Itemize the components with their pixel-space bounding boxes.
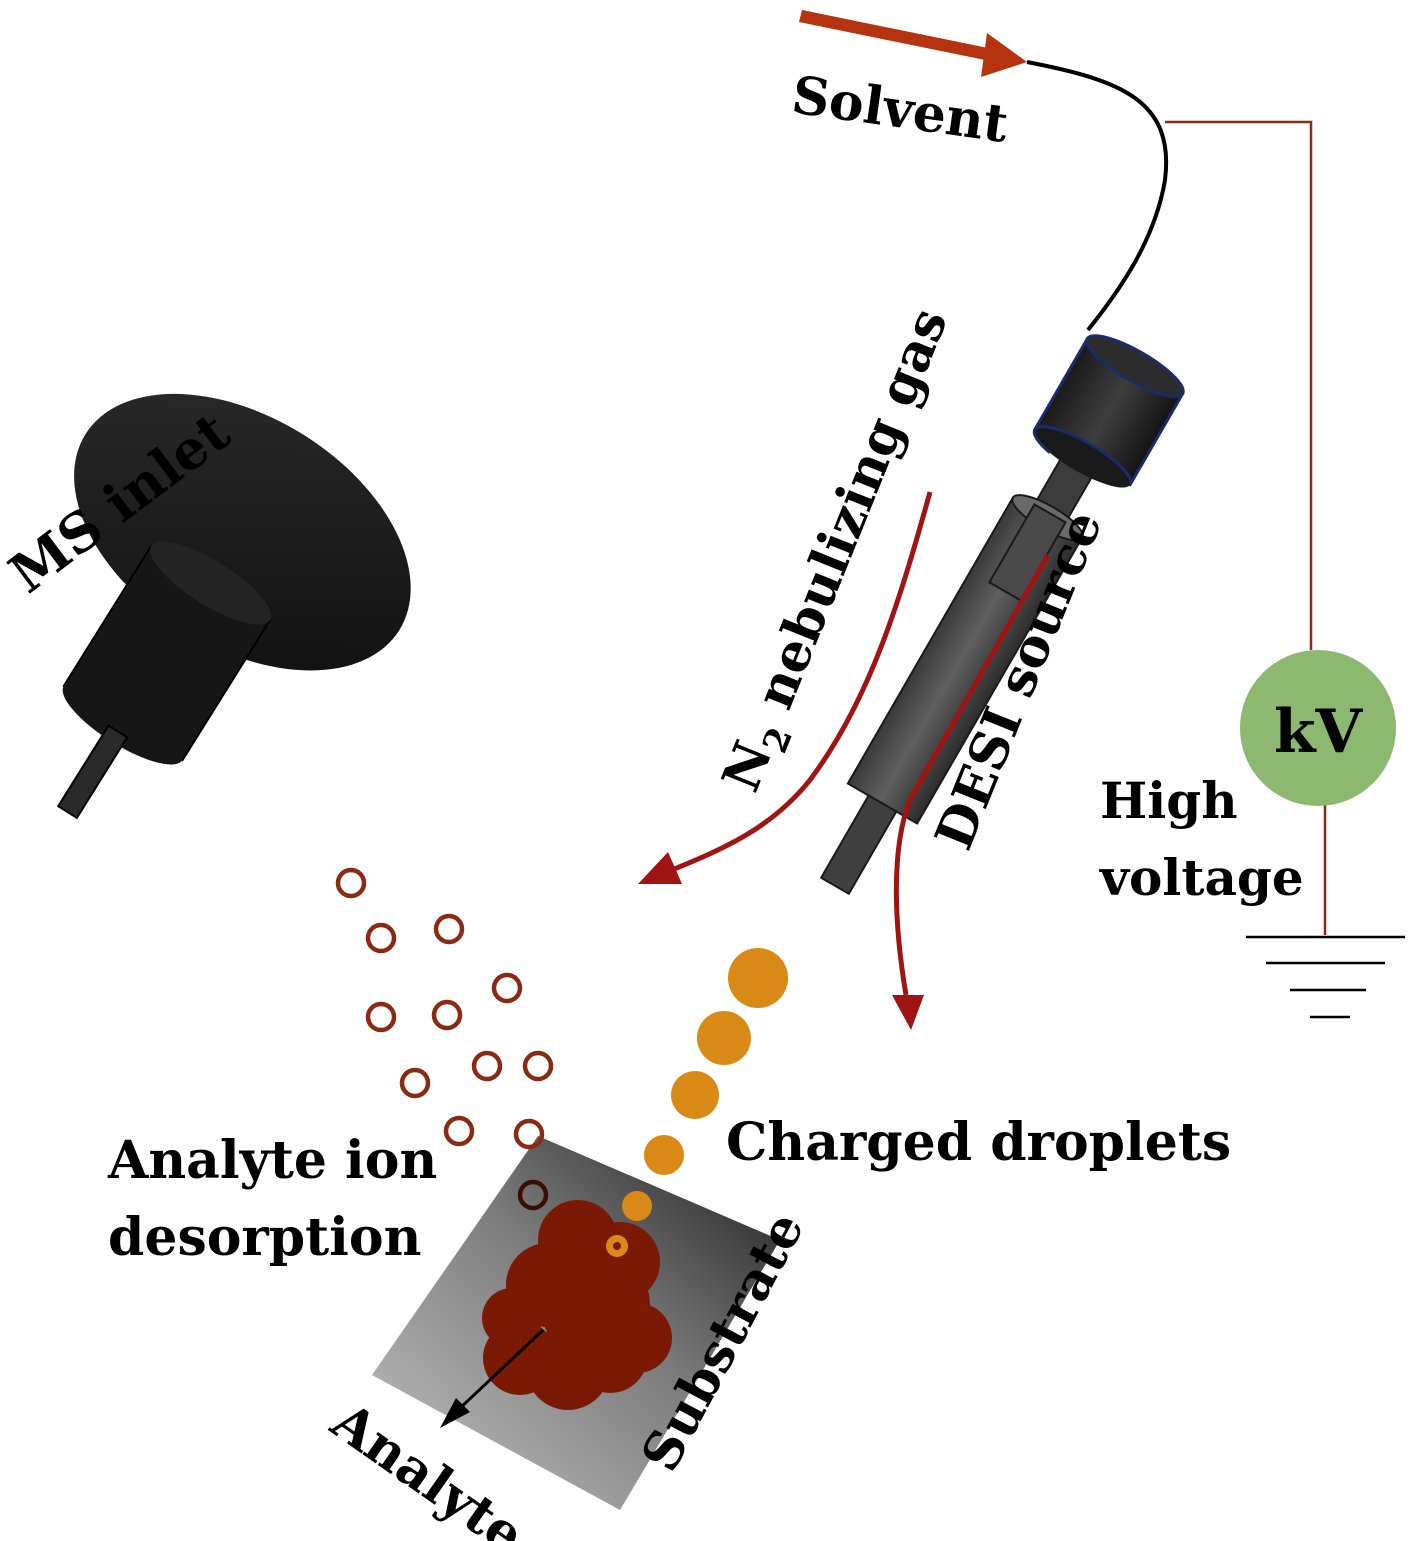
kv-label: kV	[1274, 697, 1364, 767]
desi-sprayer	[819, 334, 1185, 896]
ground-symbol-icon	[1246, 935, 1405, 1019]
ms-inlet	[56, 393, 411, 820]
gas-flow-arrow-right	[892, 553, 1051, 1030]
solvent-label: Solvent	[788, 64, 1012, 155]
charged-droplets-label: Charged droplets	[726, 1112, 1231, 1173]
high-voltage-label-line1: High	[1100, 771, 1238, 830]
voltage-circuit-wire	[1165, 120, 1327, 935]
high-voltage-label-line2: voltage	[1099, 848, 1304, 907]
gas-flow-arrow-left	[638, 491, 933, 884]
analyte-blob	[482, 1200, 672, 1410]
analyte-ion-desorption-label-line1: Analyte ion	[107, 1130, 437, 1191]
analyte-arrow	[440, 1328, 545, 1428]
voltage-source-icon: kV	[1240, 650, 1396, 806]
charged-droplets	[606, 948, 788, 1257]
solvent-tubing	[1026, 60, 1169, 332]
solvent-arrow	[799, 10, 1027, 77]
analyte-ion-desorption-label-line2: desorption	[108, 1207, 421, 1268]
analyte-ions	[335, 867, 554, 1211]
